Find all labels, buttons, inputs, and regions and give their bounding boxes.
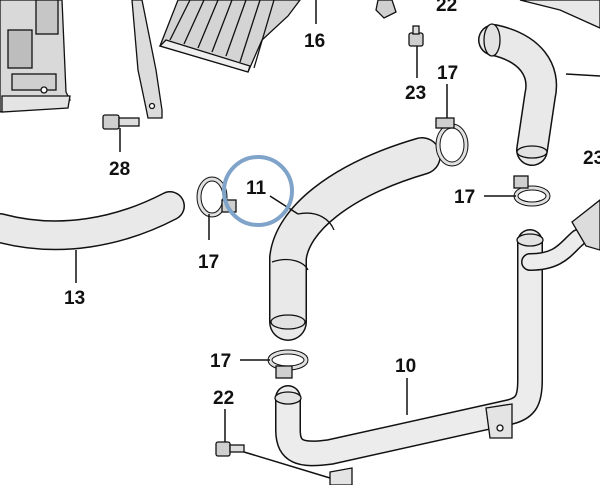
hose-13 (0, 191, 185, 251)
heat-shield (158, 0, 301, 73)
callout-23: 23 (405, 83, 426, 104)
clamp-17-top (435, 117, 469, 167)
highlight-ring (222, 155, 294, 227)
callout-23-edge: 23 (583, 148, 600, 169)
bolt-22 (215, 441, 245, 457)
leader-lines (75, 0, 600, 479)
mounting-bracket (131, 0, 163, 119)
callout-16: 16 (304, 31, 325, 52)
hose-upper-right (478, 23, 558, 166)
callout-17-top: 17 (437, 63, 458, 84)
clamp-17-bottom (267, 349, 309, 379)
callout-17-right: 17 (454, 187, 475, 208)
clamp-17-right (513, 175, 551, 207)
callout-11: 11 (246, 178, 267, 199)
callout-28: 28 (109, 159, 130, 180)
upper-pipe-bracket (375, 0, 600, 29)
bolt-23 (408, 25, 424, 47)
hose-11 (269, 137, 441, 341)
callout-13: 13 (64, 288, 85, 309)
callout-10: 10 (395, 356, 416, 377)
callout-17-left: 17 (198, 252, 219, 273)
engine-block (0, 0, 71, 113)
bolt-28 (102, 114, 140, 130)
callout-22-top: 22 (436, 0, 457, 16)
right-edge-fitting (571, 199, 600, 251)
callout-17-bottom: 17 (210, 351, 231, 372)
callout-22-bottom: 22 (213, 388, 234, 409)
pipe-10 (274, 229, 587, 485)
